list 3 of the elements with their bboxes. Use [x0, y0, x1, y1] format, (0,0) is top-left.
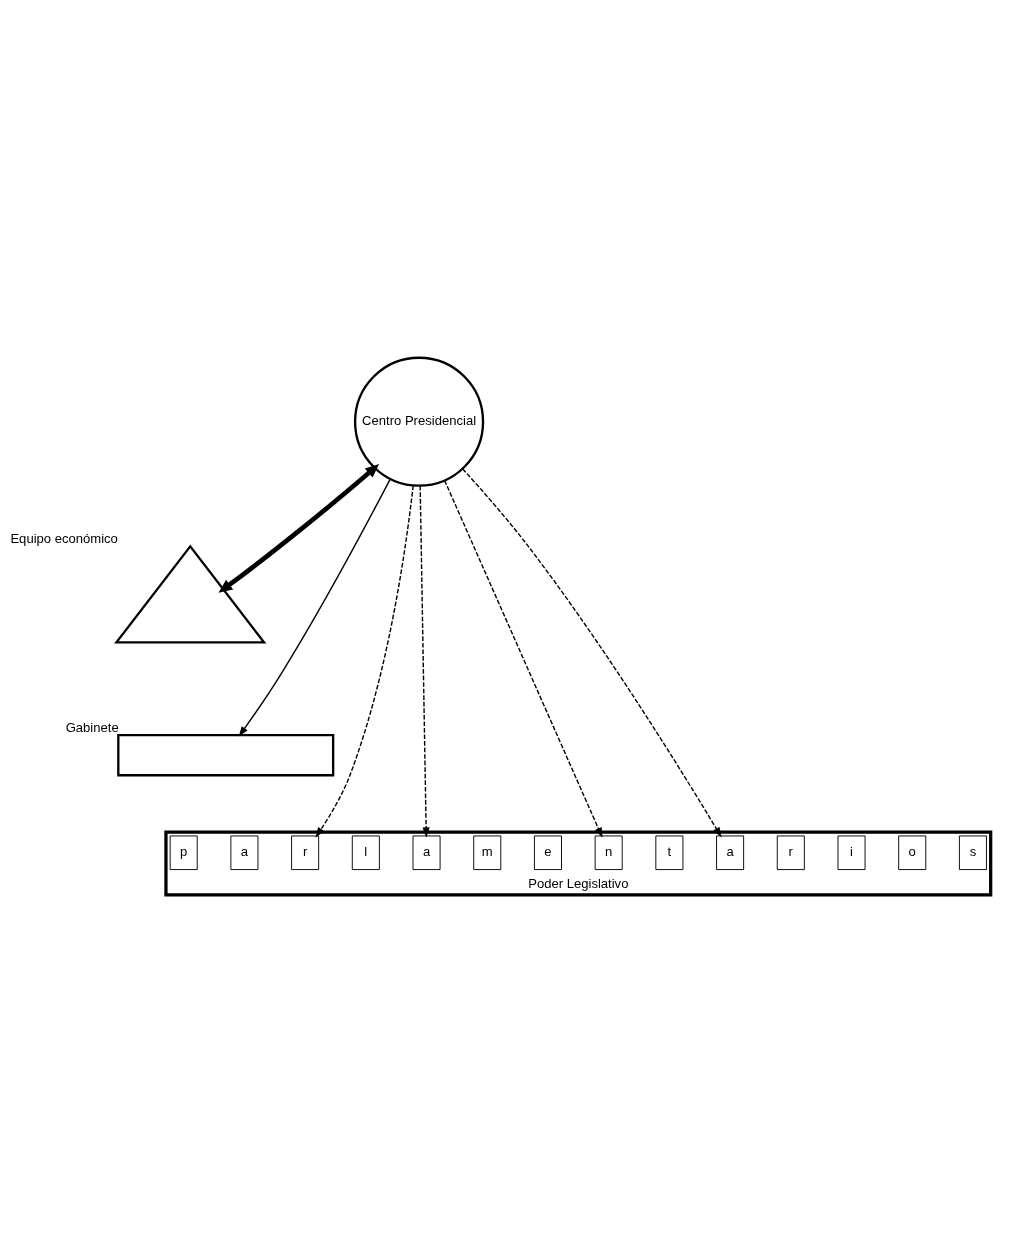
node-label: Poder Legislativo [528, 875, 629, 891]
node-label: Equipo económico [10, 530, 118, 546]
node-label: Gabinete [65, 719, 119, 735]
